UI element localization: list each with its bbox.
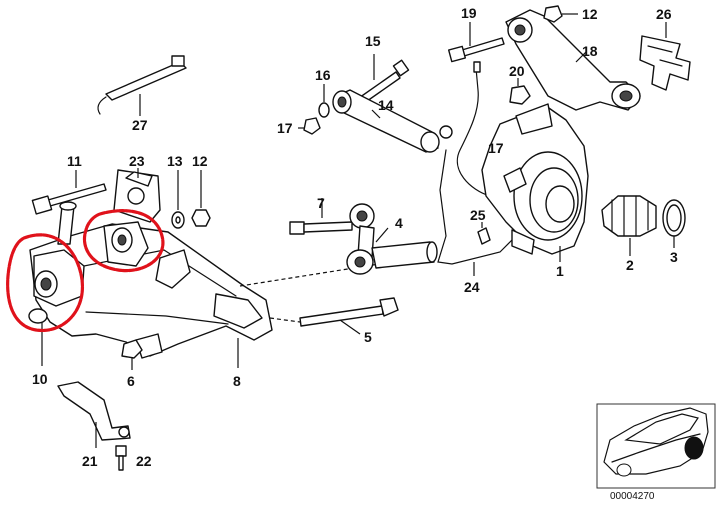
car-outline-icon [603,407,709,477]
axis-line-b [269,317,301,323]
callout-26: 26 [656,6,672,22]
leader-5 [339,319,361,335]
callout-7: 7 [317,195,325,211]
leader-4 [375,227,389,243]
bushing-rear-part [103,221,149,267]
sensor-cable-part [437,61,515,265]
bolt-5-part [299,297,399,327]
cable-tie-part [97,55,187,115]
bracket-21-part [57,381,131,441]
callout-11: 11 [67,153,82,169]
washer-13-part [171,211,185,229]
link-4-part [346,203,438,275]
bolt-11-part [31,183,107,215]
callout-23: 23 [129,153,145,169]
callout-22: 22 [136,453,152,469]
nut-12b-part [543,5,563,23]
callout-1: 1 [556,263,564,279]
highlight-circle-front-bushing [6,233,84,333]
callout-2: 2 [626,257,634,273]
callout-16: 16 [315,67,331,83]
callout-4: 4 [395,215,403,231]
boot-2-part [601,195,657,237]
highlight-circle-rear-bushing [83,209,165,273]
car-location-inset: 00004270 [596,403,716,502]
callout-6: 6 [127,373,135,389]
callout-12-right: 12 [582,6,598,22]
callout-15: 15 [365,33,381,49]
nut-20-part [509,85,531,105]
callout-25: 25 [470,207,486,223]
inset-code: 00004270 [610,491,655,502]
leader-14 [371,109,381,119]
callout-18: 18 [582,43,598,59]
bushing-front-part [28,249,85,324]
callout-5: 5 [364,329,372,345]
pin-part [57,201,77,245]
seal-ring-3-part [662,199,686,237]
callout-13: 13 [167,153,183,169]
callout-labels: 27 11 23 13 12 10 6 8 21 22 15 16 17 14 … [32,5,678,469]
bolt-7-part [289,221,353,235]
callout-3: 3 [670,249,678,265]
callout-12-left: 12 [192,153,208,169]
callout-19: 19 [461,5,477,21]
nut-6-part [121,339,143,359]
clip-25-part [477,227,491,245]
callout-8: 8 [233,373,241,389]
control-arm-18-part [505,9,641,111]
nut-12a-part [191,209,211,227]
callout-24: 24 [464,279,480,295]
callout-14: 14 [378,97,394,113]
callout-17-right: 17 [488,140,504,156]
callout-21: 21 [82,453,98,469]
wheel-carrier-1-part [481,103,589,255]
bracket-23-part [113,169,161,223]
washer-16-part [318,102,330,118]
nut-17a-part [303,117,321,135]
callout-27: 27 [132,117,148,133]
leader-18 [575,51,587,63]
bolt-19-part [447,37,505,63]
callout-20: 20 [509,63,525,79]
callout-10: 10 [32,371,48,387]
link-14-part [332,89,453,153]
shield-26-part [639,35,691,91]
bolt-22-part [115,445,127,471]
callout-17-left: 17 [277,120,293,136]
